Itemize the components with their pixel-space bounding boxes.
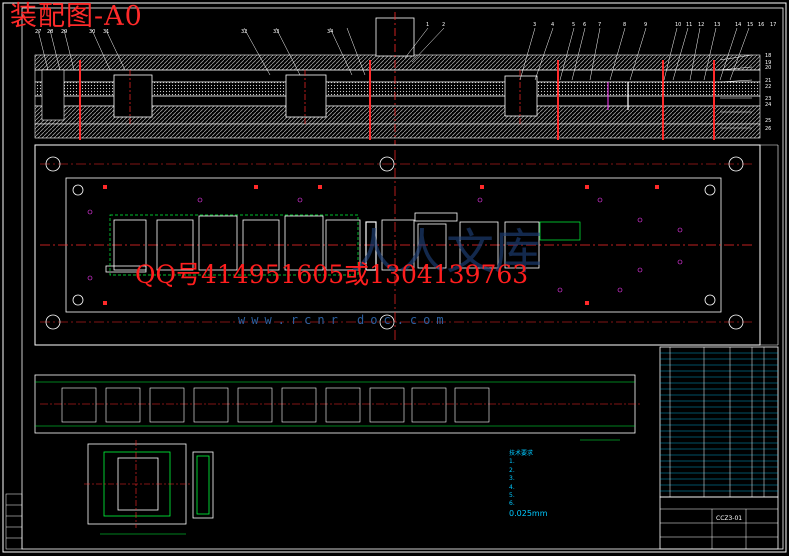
plan-view bbox=[34, 144, 779, 346]
tech-note: 5. bbox=[509, 492, 515, 500]
part-number-label: 33 bbox=[273, 29, 279, 35]
tech-note: 4. bbox=[509, 483, 515, 491]
part-number-label: 8 bbox=[623, 22, 626, 28]
watermark-logo: 人人文库 bbox=[350, 224, 543, 280]
tech-note: 2. bbox=[509, 466, 515, 474]
part-number-label: 7 bbox=[598, 22, 601, 28]
part-number-label: 16 bbox=[758, 22, 764, 28]
part-number-label: 15 bbox=[747, 22, 753, 28]
part-number-label: 26 bbox=[765, 126, 771, 132]
part-number-label: 11 bbox=[686, 22, 692, 28]
part-number-label: 20 bbox=[765, 65, 771, 71]
title-block bbox=[659, 496, 779, 550]
parts-list-table bbox=[659, 346, 779, 498]
strip-layout bbox=[34, 374, 640, 441]
contact-overlay: QQ号414951605或1304139763 bbox=[135, 260, 529, 289]
tech-note: 1. bbox=[509, 458, 515, 466]
tech-note: 技术要求 bbox=[509, 450, 534, 457]
part-number-label: 6 bbox=[583, 22, 586, 28]
sheet-inner-border bbox=[21, 7, 784, 550]
part-number-label: 18 bbox=[765, 53, 771, 59]
leader-lines bbox=[37, 27, 753, 129]
part-number-label: 9 bbox=[644, 22, 647, 28]
part-number-label: 32 bbox=[241, 29, 247, 35]
part-number-label: 28 bbox=[47, 29, 53, 35]
part-number-label: 19 bbox=[765, 60, 771, 66]
part-number-label: 27 bbox=[35, 29, 41, 35]
part-number-label: 4 bbox=[551, 22, 554, 28]
part-number-label: 31 bbox=[103, 29, 109, 35]
part-number-label: 17 bbox=[770, 22, 776, 28]
section-view bbox=[34, 12, 761, 145]
part-detail-view bbox=[84, 440, 214, 535]
part-number-label: 24 bbox=[765, 102, 771, 108]
part-number-label: 29 bbox=[61, 29, 67, 35]
part-number-label: 30 bbox=[89, 29, 95, 35]
part-number-label: 2 bbox=[442, 22, 445, 28]
part-number-label: 1 bbox=[426, 22, 429, 28]
part-number-label: 3 bbox=[533, 22, 536, 28]
revision-strip bbox=[5, 493, 23, 550]
part-number-label: 23 bbox=[765, 96, 771, 102]
part-number-label: 34 bbox=[327, 29, 333, 35]
part-number-label: 25 bbox=[765, 118, 771, 124]
part-number-label: 22 bbox=[765, 84, 771, 90]
tech-note: 3. bbox=[509, 475, 515, 483]
drawing-title: 装配图-A0 bbox=[10, 1, 143, 32]
tolerance-note: 0.025mm bbox=[509, 508, 548, 518]
part-number-label: 14 bbox=[735, 22, 741, 28]
title-block-code: CCZ3-01 bbox=[716, 515, 742, 522]
technical-notes: 技术要求 1. 2. 3. 4. 5. 6. 0.025mm bbox=[509, 450, 548, 519]
part-number-label: 13 bbox=[714, 22, 720, 28]
part-number-label: 12 bbox=[698, 22, 704, 28]
part-number-label: 5 bbox=[572, 22, 575, 28]
watermark-url: www.rcnr doc.com bbox=[238, 313, 450, 327]
part-number-label: 21 bbox=[765, 78, 771, 84]
tech-note: 6. bbox=[509, 500, 515, 508]
part-number-label: 10 bbox=[675, 22, 681, 28]
